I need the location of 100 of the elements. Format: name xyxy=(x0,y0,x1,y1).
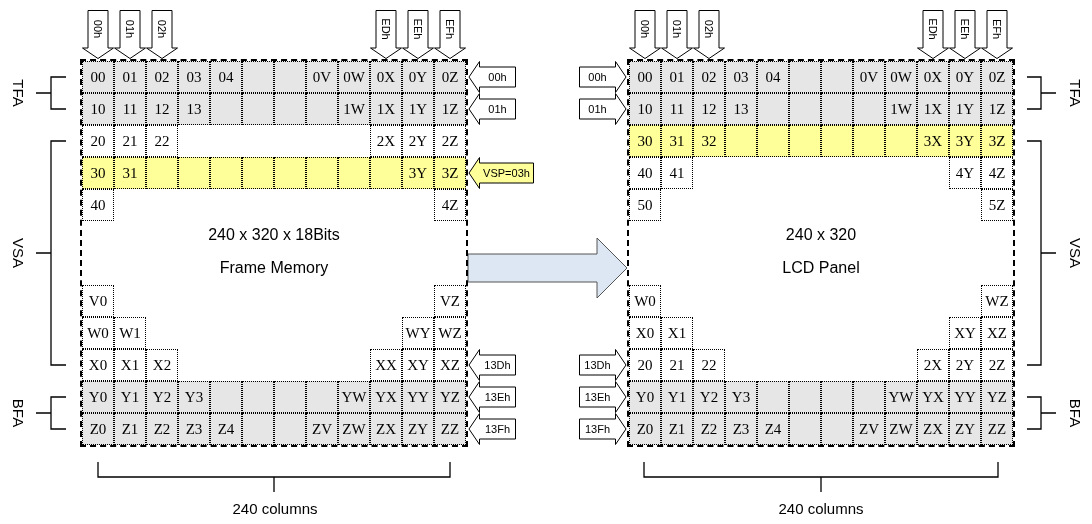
grid-cell: 1Y xyxy=(402,93,434,125)
grid-cell: Z1 xyxy=(661,413,693,445)
grid-cell xyxy=(242,413,274,445)
frame-memory-panel xyxy=(80,59,468,447)
grid-cell: 01 xyxy=(661,61,693,93)
grid-cell: ZZ xyxy=(981,413,1013,445)
address-arrow xyxy=(468,93,516,125)
grid-cell xyxy=(789,381,821,413)
grid-cell: 4Y xyxy=(949,157,981,189)
grid-cell: 31 xyxy=(114,157,146,189)
address-arrow xyxy=(949,10,981,59)
grid-cell xyxy=(210,381,242,413)
grid-cell: 00 xyxy=(629,61,661,93)
grid-cell: 0Y xyxy=(402,61,434,93)
grid-cell: Z2 xyxy=(146,413,178,445)
grid-cell xyxy=(789,413,821,445)
grid-cell: 04 xyxy=(210,61,242,93)
grid-cell xyxy=(789,93,821,125)
grid-cell: 22 xyxy=(693,349,725,381)
lcd-panel xyxy=(627,59,1015,447)
grid-cell: 1W xyxy=(885,93,917,125)
address-arrow xyxy=(579,349,627,381)
edge-label: 01h xyxy=(588,103,607,115)
grid-cell: 13 xyxy=(725,93,757,125)
grid-cell: Y0 xyxy=(629,381,661,413)
grid-cell: 2Z xyxy=(981,349,1013,381)
edge-label: EFh xyxy=(991,19,1003,40)
grid-cell xyxy=(274,381,306,413)
grid-cell: ZX xyxy=(370,413,402,445)
grid-cell: 13 xyxy=(178,93,210,125)
grid-cell xyxy=(821,93,853,125)
edge-label: 02h xyxy=(703,20,715,39)
grid-cell: ZY xyxy=(949,413,981,445)
grid-cell xyxy=(306,157,338,189)
grid-cell: W1 xyxy=(114,317,146,349)
grid-cell: V0 xyxy=(82,285,114,317)
grid-cell: Y1 xyxy=(114,381,146,413)
address-arrow xyxy=(468,349,516,381)
grid-cell: 0W xyxy=(338,61,370,93)
address-arrow xyxy=(434,10,466,59)
grid-cell: YX xyxy=(917,381,949,413)
grid-cell xyxy=(242,157,274,189)
grid-cell: XY xyxy=(402,349,434,381)
edge-label: VSP=03h xyxy=(483,167,530,179)
grid-cell: 31 xyxy=(661,125,693,157)
grid-cell: W0 xyxy=(629,285,661,317)
grid-cell xyxy=(370,157,402,189)
edge-label: 13Fh xyxy=(584,423,611,435)
grid-cell: 22 xyxy=(146,125,178,157)
panel-heading: 240 x 320 x 18Bits xyxy=(208,225,340,245)
grid-cell: X0 xyxy=(629,317,661,349)
grid-cell: 21 xyxy=(114,125,146,157)
grid-cell: 0Z xyxy=(434,61,466,93)
grid-cell: 12 xyxy=(693,93,725,125)
grid-cell xyxy=(853,93,885,125)
grid-cell: WZ xyxy=(981,285,1013,317)
grid-cell xyxy=(274,157,306,189)
grid-cell: X1 xyxy=(114,349,146,381)
grid-cell: 40 xyxy=(629,157,661,189)
grid-cell: 0Y xyxy=(949,61,981,93)
address-arrow xyxy=(146,10,178,59)
grid-cell: Y3 xyxy=(178,381,210,413)
grid-cell: 4Z xyxy=(434,189,466,221)
grid-cell: ZW xyxy=(885,413,917,445)
grid-cell: X2 xyxy=(146,349,178,381)
grid-cell: 30 xyxy=(82,157,114,189)
grid-cell xyxy=(306,93,338,125)
grid-cell: 04 xyxy=(757,61,789,93)
edge-label: 13Dh xyxy=(584,359,611,371)
address-arrow xyxy=(981,10,1013,59)
edge-label: EEh xyxy=(412,18,424,40)
address-arrow xyxy=(114,10,146,59)
grid-cell: Z3 xyxy=(725,413,757,445)
address-arrow xyxy=(579,381,627,413)
grid-cell: 0X xyxy=(917,61,949,93)
grid-cell: 3X xyxy=(917,125,949,157)
grid-cell xyxy=(242,93,274,125)
grid-cell: 30 xyxy=(629,125,661,157)
panel-subtitle: Frame Memory xyxy=(219,258,329,278)
region-label: TFA xyxy=(10,79,26,107)
grid-cell: YZ xyxy=(981,381,1013,413)
grid-cell xyxy=(757,93,789,125)
grid-cell: Z2 xyxy=(693,413,725,445)
grid-cell: Y0 xyxy=(82,381,114,413)
grid-cell: 40 xyxy=(82,189,114,221)
grid-cell xyxy=(853,381,885,413)
grid-cell xyxy=(885,125,917,157)
grid-cell: 50 xyxy=(629,189,661,221)
grid-cell: 01 xyxy=(114,61,146,93)
grid-cell xyxy=(274,413,306,445)
grid-cell xyxy=(338,157,370,189)
grid-cell: W0 xyxy=(82,317,114,349)
address-arrow xyxy=(468,61,516,93)
address-arrow xyxy=(661,10,693,59)
grid-cell: 21 xyxy=(661,349,693,381)
block-arrow xyxy=(467,237,628,299)
grid-cell xyxy=(789,61,821,93)
grid-cell: 2Z xyxy=(434,125,466,157)
grid-cell: YW xyxy=(338,381,370,413)
edge-label: EDh xyxy=(380,18,392,40)
